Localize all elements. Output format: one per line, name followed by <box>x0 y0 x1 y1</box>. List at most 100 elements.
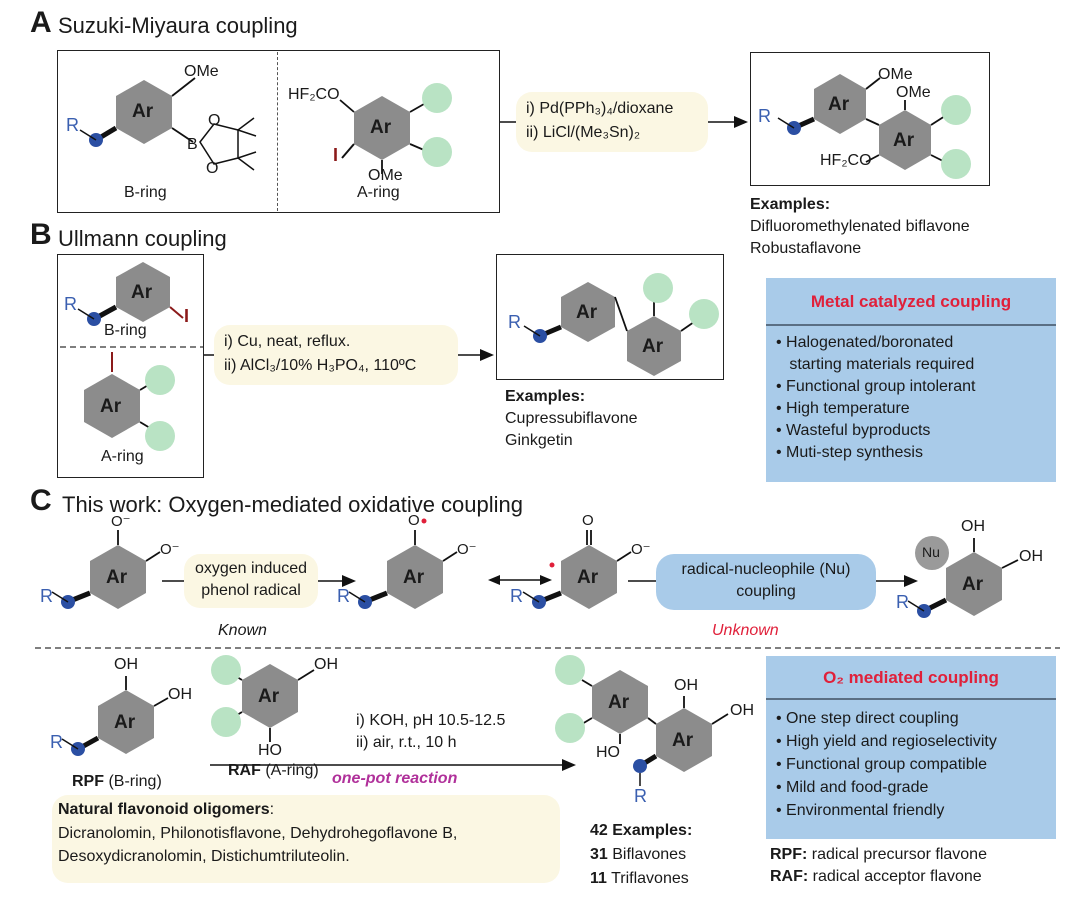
a-ring-label: A-ring <box>101 448 144 465</box>
ar-hexagon <box>116 262 170 322</box>
ar-hexagon <box>879 110 931 170</box>
rpf-rest: (B-ring) <box>104 773 162 790</box>
biflavones-number: 31 <box>590 846 608 863</box>
biflavones-word: Biflavones <box>607 846 687 863</box>
example-item: Cupressubiflavone <box>505 410 638 427</box>
metal-panel-title: Metal catalyzed coupling <box>810 292 1012 311</box>
section-c-title: This work: Oxygen-mediated oxidative cou… <box>62 492 524 517</box>
b-ring-label: B-ring <box>104 322 147 339</box>
suzuki-condition-2: ii) LiCl/(Me₃Sn)₂ <box>526 124 641 141</box>
green-substituent <box>422 83 452 113</box>
raf-legend-bold: RAF: <box>770 868 809 885</box>
ar-label: Ar <box>106 567 128 588</box>
oxygen-label: O <box>582 512 594 529</box>
green-substituent <box>689 299 719 329</box>
examples-word: Examples: <box>607 822 693 839</box>
green-substituent <box>941 95 971 125</box>
ar-hexagon <box>627 316 681 376</box>
o-minus-label: O⁻ <box>631 541 651 558</box>
ar-label: Ar <box>576 302 598 323</box>
suzuki-product-box <box>750 52 990 186</box>
o2-bullet: • One step direct coupling <box>776 710 959 727</box>
green-substituent <box>211 655 241 685</box>
oh-label: OH <box>674 677 698 694</box>
known-label: Known <box>218 622 267 639</box>
ome-label: OMe <box>368 167 403 184</box>
examples-count: 42 Examples: <box>590 822 692 840</box>
metal-bullet: • High temperature <box>776 400 910 417</box>
ar-label: Ar <box>608 692 630 713</box>
o2-bullet: • Environmental friendly <box>776 802 945 819</box>
unknown-label: Unknown <box>712 622 779 639</box>
section-a-letter: A <box>30 6 52 39</box>
green-substituent <box>145 421 175 451</box>
b-ring-label: B-ring <box>124 184 167 201</box>
radical-nucleophile-pill: radical-nucleophile (Nu) coupling <box>656 554 876 610</box>
r-label: R <box>896 592 909 612</box>
metal-bullet: • Functional group intolerant <box>776 378 976 395</box>
oxygen-label: O <box>208 112 221 129</box>
o-minus-label: O⁻ <box>111 513 131 530</box>
oh-label: OH <box>114 656 138 673</box>
ome-label: OMe <box>878 66 913 83</box>
ar-hexagon <box>561 282 615 342</box>
rpf-legend-bold: RPF: <box>770 846 808 863</box>
biflavones-count: 31 Biflavones <box>590 846 686 864</box>
rpf-bold: RPF <box>72 773 104 790</box>
o2-condition-1: i) KOH, pH 10.5-12.5 <box>356 712 506 729</box>
examples-heading: Examples: <box>505 388 586 405</box>
rpf-caption: RPF (B-ring) <box>72 773 162 791</box>
natural-colon: : <box>269 801 275 818</box>
triflavones-count: 11 Triflavones <box>590 870 689 888</box>
metal-bullet: • Halogenated/boronated <box>776 334 954 351</box>
metal-bullet: starting materials required <box>776 356 975 373</box>
r-label: R <box>50 732 63 752</box>
o2-bullet: • Mild and food-grade <box>776 779 929 796</box>
ar-hexagon <box>561 545 617 609</box>
nu-circle <box>915 536 949 570</box>
oh-label: OH <box>961 518 985 535</box>
green-substituent <box>643 273 673 303</box>
green-substituent <box>555 713 585 743</box>
ar-hexagon <box>84 374 140 438</box>
green-substituent <box>941 149 971 179</box>
examples-heading: Examples: <box>750 196 831 213</box>
o2-condition-2: ii) air, r.t., 10 h <box>356 734 457 751</box>
oh-label: OH <box>168 686 192 703</box>
triflavones-word: Triflavones <box>606 870 689 887</box>
ar-label: Ar <box>100 396 122 417</box>
natural-oligomers-heading: Natural flavonoid oligomers: <box>58 801 274 819</box>
ullmann-condition-2: ii) AlCl₃/10% H₃PO₄, 110ºC <box>224 357 417 374</box>
ar-hexagon <box>354 96 410 160</box>
boron-label: B <box>187 136 198 153</box>
r-label: R <box>634 786 647 806</box>
a-ring-label: A-ring <box>357 184 400 201</box>
suzuki-reactants-box <box>57 50 500 213</box>
step1-line-1: oxygen induced <box>194 560 308 577</box>
suzuki-condition-1: i) Pd(PPh₃)₄/dioxane <box>526 100 674 117</box>
section-b-title: Ullmann coupling <box>58 226 227 251</box>
oxygen-label: O <box>408 512 420 529</box>
oxygen-label: O <box>206 160 219 177</box>
ar-label: Ar <box>577 567 599 588</box>
ar-hexagon <box>116 80 172 144</box>
metal-catalyzed-panel: Metal catalyzed coupling • Halogenated/b… <box>766 278 1056 482</box>
oh-label: OH <box>314 656 338 673</box>
r-substituent-dot <box>633 759 647 773</box>
raf-bold: RAF <box>228 762 261 779</box>
step2-line-2: coupling <box>736 583 796 600</box>
step1-line-2: phenol radical <box>201 582 301 599</box>
step2-line-1: radical-nucleophile (Nu) <box>681 561 851 578</box>
dashed-divider <box>277 52 278 211</box>
ar-hexagon <box>90 545 146 609</box>
ar-label: Ar <box>962 574 984 595</box>
r-label: R <box>337 586 350 606</box>
ome-label: OMe <box>184 63 219 80</box>
one-pot-label: one-pot reaction <box>332 770 458 787</box>
ho-label: HO <box>258 742 282 759</box>
ar-hexagon <box>814 74 866 134</box>
hf2co-label: HF₂CO <box>288 86 340 103</box>
ar-hexagon <box>387 545 443 609</box>
natural-line-2: Desoxydicranolomin, Distichumtriluteolin… <box>58 848 350 865</box>
o2-bullet: • Functional group compatible <box>776 756 988 773</box>
